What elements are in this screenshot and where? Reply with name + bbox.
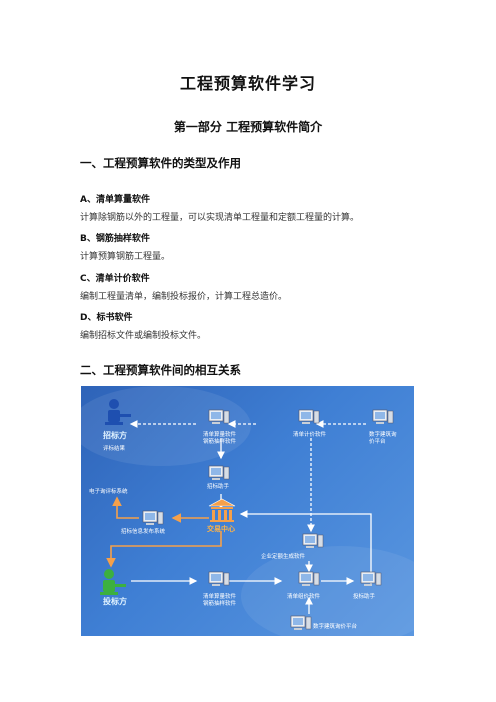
pricing-top-label: 清单计价软件: [293, 432, 327, 438]
price-platform-bottom-label: 数字建筑询价平台: [313, 624, 358, 630]
trading-center-icon: [208, 498, 236, 522]
section-heading-2: 二、工程预算软件间的相互关系: [80, 363, 241, 377]
page-title: 工程预算软件学习: [179, 74, 316, 93]
section-heading-1: 一、工程预算软件的类型及作用: [80, 156, 241, 170]
part-title: 第一部分 工程预算软件简介: [173, 120, 323, 134]
tenderer-label: 招标方: [103, 431, 127, 440]
item-a-desc: 计算除钢筋以外的工程量，可以实现清单工程量和定额工程量的计算。: [80, 213, 360, 223]
pricing-bottom-label: 清单组价软件: [287, 594, 321, 600]
e-evaluation-label: 电子询评标系统: [89, 489, 128, 495]
quota-software-label: 企业定额生成软件: [261, 554, 306, 560]
bidder-person-icon: [100, 569, 126, 595]
item-c-label: C、清单计价软件: [80, 274, 150, 284]
eval-result-label: 评标结果: [103, 446, 126, 452]
tenderer-person-icon: [105, 399, 131, 425]
bidder-label: 投标方: [103, 597, 127, 606]
tender-assistant-label: 招标助手: [207, 484, 230, 490]
item-b-label: B、钢筋抽样软件: [80, 234, 150, 244]
diagram-graphics: [81, 386, 414, 636]
item-b-desc: 计算预算钢筋工程量。: [80, 252, 171, 262]
trading-center-label: 交易中心: [207, 524, 235, 533]
item-c-desc: 编制工程量清单，编制投标报价，计算工程总造价。: [80, 292, 288, 302]
item-a-label: A、清单算量软件: [80, 195, 150, 205]
qd-bottom-label-1: 清单算量软件: [203, 594, 237, 600]
qd-bottom-label-2: 钢筋抽样软件: [203, 601, 237, 607]
software-relationship-diagram: 招标方 评标结果 清单算量软件 钢筋抽样软件 清单计价软件 数字建筑询 价平台 …: [81, 386, 414, 636]
item-d-desc: 编制招标文件或编制投标文件。: [80, 331, 207, 341]
bid-assistant-label: 投标助手: [353, 594, 376, 600]
price-platform-top-label-1: 数字建筑询: [369, 432, 397, 438]
qd-top-label-2: 钢筋抽样软件: [203, 439, 237, 445]
item-d-label: D、标书软件: [80, 313, 133, 323]
info-publish-label: 招标信息发布系统: [121, 529, 166, 535]
qd-top-label-1: 清单算量软件: [203, 432, 237, 438]
price-platform-top-label-2: 价平台: [369, 439, 386, 445]
